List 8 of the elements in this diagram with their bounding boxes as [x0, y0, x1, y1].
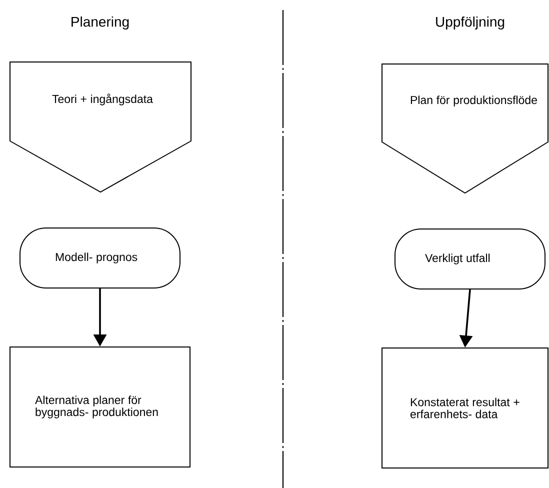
process-box: Konstaterat resultat + erfarenhets- data	[382, 348, 548, 468]
pentagon-box: Teori + ingångsdata	[10, 62, 192, 193]
process-box: Alternativa planer för byggnads- produktionen	[10, 346, 190, 468]
column-heading: Uppföljning	[436, 16, 504, 30]
rounded-box: Verkligt utfall	[394, 228, 546, 290]
pentagon-box: Plan för produktionsflöde	[382, 64, 548, 194]
column-heading: Planering	[72, 16, 129, 30]
rounded-box: Modell- prognos	[20, 228, 180, 288]
